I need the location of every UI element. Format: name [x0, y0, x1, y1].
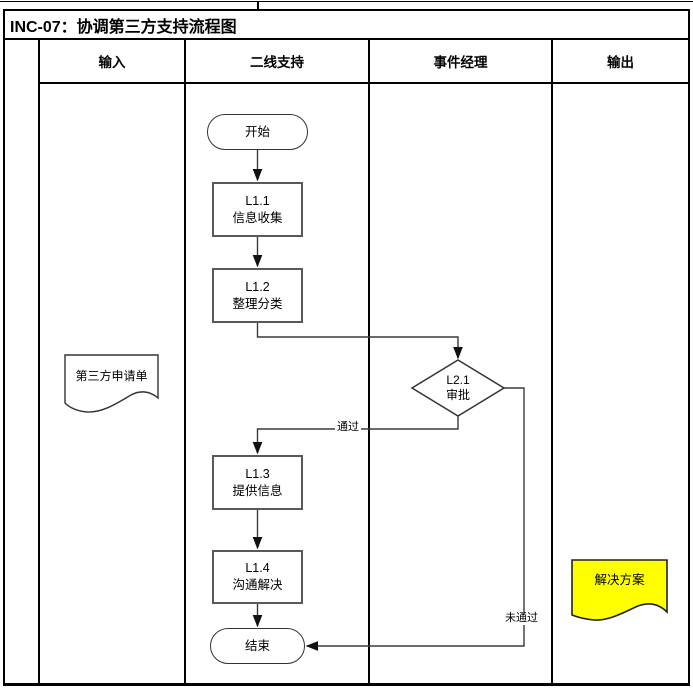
output-document-label: 解决方案	[594, 572, 645, 587]
lane-second-line-support: 二线支持	[186, 40, 370, 683]
lane-incident-manager: 事件经理	[370, 40, 553, 683]
top-border-tick	[257, 1, 259, 9]
top-border-line	[0, 1, 693, 2]
lane-margin-column	[5, 40, 40, 683]
start-node: 开始	[207, 114, 308, 150]
lane-header-second-line-support: 二线支持	[186, 40, 368, 84]
process-l1-1-collect-info: L1.1 信息收集	[212, 182, 303, 237]
process-l1-4-communicate-resolve: L1.4 沟通解决	[212, 550, 303, 604]
lane-input: 输入	[40, 40, 186, 683]
process-l1-3-provide-info: L1.3 提供信息	[212, 455, 303, 510]
title-bar: INC-07：协调第三方支持流程图	[3, 9, 690, 40]
end-node: 结束	[210, 628, 305, 664]
swimlane-table: 输入 二线支持 事件经理 输出	[3, 40, 690, 686]
input-document-label: 第三方申请单	[75, 368, 148, 383]
edge-label-rejected: 未通过	[503, 612, 540, 625]
lane-header-input: 输入	[40, 40, 184, 84]
process-l1-2-organize-classify: L1.2 整理分类	[212, 268, 303, 323]
lane-output: 输出	[553, 40, 688, 683]
lane-header-incident-manager: 事件经理	[370, 40, 551, 84]
page-title: INC-07：协调第三方支持流程图	[10, 18, 237, 36]
edge-label-approved: 通过	[335, 421, 361, 434]
approval-decision-label: L2.1 审批	[445, 373, 470, 402]
lane-header-output: 输出	[553, 40, 688, 84]
